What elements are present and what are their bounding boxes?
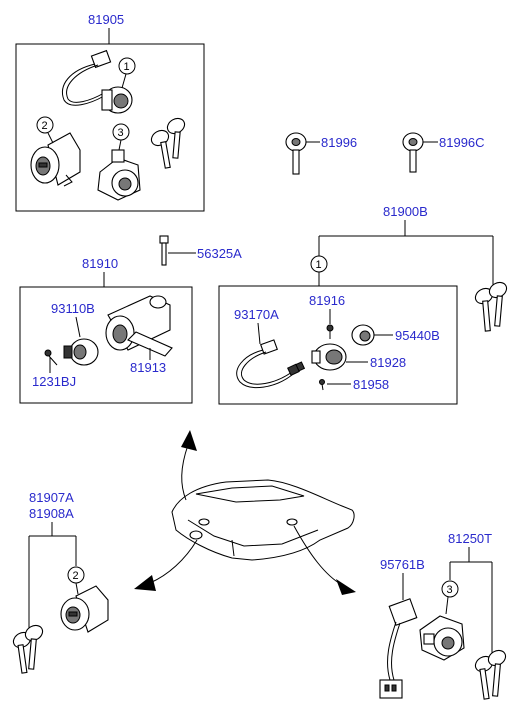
label-95440b[interactable]: 95440B: [395, 328, 440, 343]
switch-body-icon: [311, 343, 347, 371]
box-81910: [19, 286, 193, 404]
bolt-icon: [159, 235, 169, 266]
label-81928[interactable]: 81928: [370, 355, 406, 370]
cylinder-core-icon: [63, 338, 99, 366]
callout-3-right-text: 3: [447, 584, 453, 596]
key-81996: 81996: [285, 132, 357, 175]
label-93110b[interactable]: 93110B: [51, 301, 95, 316]
key-pair-icon: [474, 281, 508, 332]
door-lock-cylinder-icon: [30, 132, 81, 187]
trunk-lock-cylinder-icon: [419, 615, 465, 661]
tiny-screw-icon: [319, 379, 325, 391]
label-81958[interactable]: 81958: [353, 377, 389, 392]
group-81905: 81905 1 2: [15, 12, 205, 212]
group-81910: 81910 93110B 1231BJ 81913: [19, 256, 193, 404]
trunk-switch-harness-icon: [379, 598, 418, 699]
callout-1-right-text: 1: [316, 259, 322, 271]
lock-body-icon: [105, 295, 173, 357]
group-81907a: 81907A 81908A 2: [12, 490, 109, 674]
label-81900b[interactable]: 81900B: [383, 204, 428, 219]
ignition-cable-icon: [62, 49, 112, 106]
arrow-down-right-icon: [293, 525, 356, 595]
callout-3-top-text: 3: [118, 127, 124, 139]
ignition-switch-icon: [101, 86, 133, 114]
arrow-up-icon: [181, 430, 197, 501]
screw-icon: [44, 349, 58, 366]
door-lock-cylinder-icon: [60, 585, 109, 633]
car-outline-icon: [171, 479, 355, 561]
label-1231bj[interactable]: 1231BJ: [32, 374, 76, 389]
box-right: [218, 285, 458, 405]
label-81996c[interactable]: 81996C: [439, 135, 485, 150]
label-81996[interactable]: 81996: [321, 135, 357, 150]
key-pair-icon: [150, 117, 186, 169]
callout-2-top: [36, 116, 54, 134]
arrow-down-left-icon: [134, 539, 198, 591]
callout-1-top: [118, 57, 136, 75]
wire-harness-icon: [236, 339, 306, 389]
box-81905: [15, 43, 205, 212]
small-screw-icon: [326, 324, 334, 339]
group-81900b: 81900B 1: [310, 204, 508, 332]
trunk-lock-cylinder-icon: [97, 149, 141, 201]
group-56325a: 56325A: [159, 235, 242, 266]
label-81908a[interactable]: 81908A: [29, 506, 74, 521]
label-95761b[interactable]: 95761B: [380, 557, 425, 572]
label-81905[interactable]: 81905: [88, 12, 124, 27]
callout-2-top-text: 2: [42, 120, 48, 132]
callout-2-left-text: 2: [73, 570, 79, 582]
label-56325a[interactable]: 56325A: [197, 246, 242, 261]
callout-3-right: [441, 580, 459, 598]
label-81910[interactable]: 81910: [82, 256, 118, 271]
grommet-icon: [351, 324, 375, 346]
label-81250t[interactable]: 81250T: [448, 531, 492, 546]
key-pair-icon: [474, 649, 507, 700]
key-81996c: 81996C: [402, 132, 485, 173]
label-81907a[interactable]: 81907A: [29, 490, 74, 505]
callout-1-top-text: 1: [124, 61, 130, 73]
label-81916[interactable]: 81916: [309, 293, 345, 308]
group-81250t: 95761B 81250T 3: [379, 531, 507, 700]
label-93170a[interactable]: 93170A: [234, 307, 279, 322]
group-right-box: 93170A 81916 81928 95440B: [218, 285, 458, 405]
label-81913[interactable]: 81913: [130, 360, 166, 375]
key-pair-icon: [12, 624, 44, 674]
